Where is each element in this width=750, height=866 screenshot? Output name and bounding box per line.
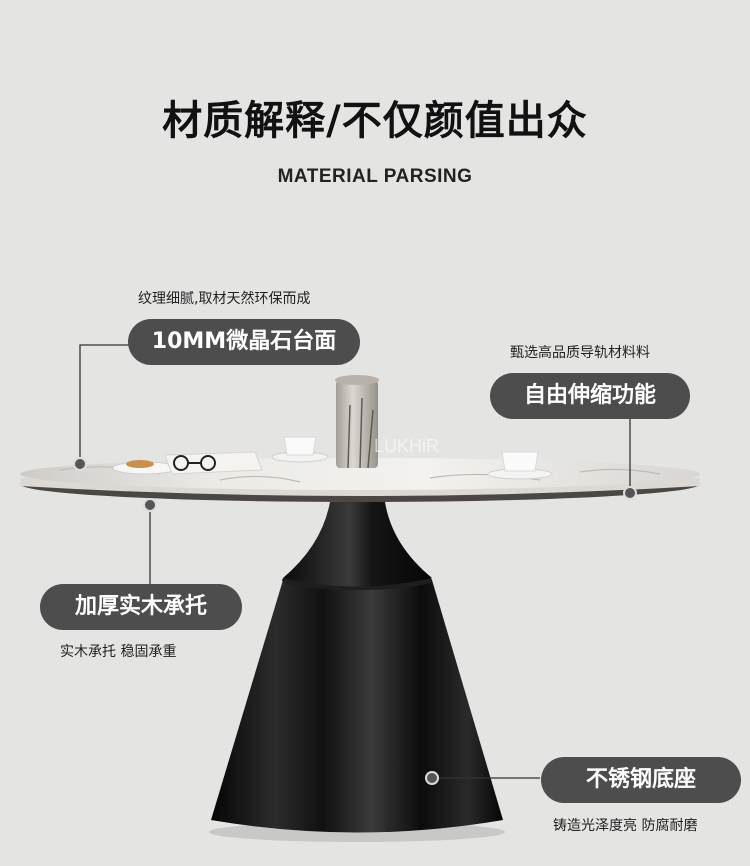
callout-note-base: 铸造光泽度亮 防腐耐磨 <box>553 818 698 834</box>
callout-label-extension: 自由伸缩功能 <box>490 373 690 419</box>
callout-label-support: 加厚实木承托 <box>40 584 242 630</box>
brand-watermark: LUKHiR <box>374 436 440 456</box>
wood-support-neck <box>283 502 432 587</box>
callout-note-support: 实木承托 稳固承重 <box>60 644 177 660</box>
callout-note-tabletop: 纹理细腻,取材天然环保而成 <box>138 291 311 307</box>
callout-label-tabletop: 10MM微晶石台面 <box>128 319 360 365</box>
stainless-steel-base <box>209 570 505 842</box>
page-title: 材质解释/不仅颜值出众 <box>162 98 588 144</box>
callout-label-base: 不锈钢底座 <box>541 757 741 803</box>
page-subtitle: MATERIAL PARSING <box>277 166 473 187</box>
tableware <box>112 375 553 480</box>
callout-note-extension: 甄选高品质导轨材料料 <box>510 345 650 361</box>
